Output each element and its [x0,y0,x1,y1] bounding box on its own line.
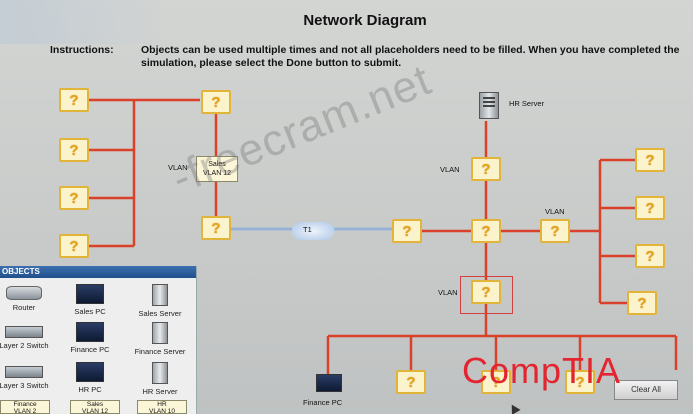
placeholder-center-right[interactable]: ? [540,219,570,243]
placeholder-center-core[interactable]: ? [471,219,501,243]
placeholder-sales-bottom[interactable]: ? [201,216,231,240]
vlan-label-hr: VLAN [440,165,460,174]
placeholder-left-2[interactable]: ? [59,138,89,162]
object-label: Layer 2 Switch [0,341,49,350]
sales-vlan-tag: Sales VLAN 12 [196,156,238,182]
hr-server-icon[interactable] [479,92,499,119]
vlan-label-right: VLAN [545,207,565,216]
hr-server-label: HR Server [509,99,545,108]
placeholder-left-4[interactable]: ? [59,234,89,258]
object-label: Finance PC [70,345,110,354]
server-icon [152,362,168,384]
pc-icon [76,322,104,342]
object-label: HR Server [142,387,178,396]
object-hr-server[interactable]: HR Server [128,362,192,396]
object-label: Layer 3 Switch [0,381,49,390]
vlan-tag-finance[interactable]: Finance VLAN 2 [0,400,50,414]
object-label: Router [12,303,36,312]
object-finance-pc[interactable]: Finance PC [58,322,122,354]
instructions-label: Instructions: [50,44,114,56]
placeholder-bottom-1[interactable]: ? [396,370,426,394]
object-finance-server[interactable]: Finance Server [128,322,192,356]
window-corner-shadow [0,0,160,44]
finance-pc-label: Finance PC [303,398,343,407]
placeholder-right-2[interactable]: ? [635,196,665,220]
instructions-text: Objects can be used multiple times and n… [141,44,680,69]
server-icon [152,284,168,306]
placeholder-bottom-2[interactable]: ? [481,370,511,394]
placeholder-finance[interactable]: ? [471,280,501,304]
object-label: HR PC [78,385,102,394]
objects-header: OBJECTS [0,266,196,278]
object-hr-pc[interactable]: HR PC [58,362,122,394]
placeholder-center-left[interactable]: ? [392,219,422,243]
placeholder-hr[interactable]: ? [471,157,501,181]
t1-label: T1 [303,225,312,234]
server-icon [152,322,168,344]
switch-icon [5,326,43,338]
vlan-label-finance: VLAN [438,288,458,297]
placeholder-right-1[interactable]: ? [635,148,665,172]
pc-icon [76,362,104,382]
clear-all-button[interactable]: Clear All [614,380,678,400]
object-label: Sales Server [138,309,182,318]
object-layer2-switch[interactable]: Layer 2 Switch [0,326,56,350]
router-icon [6,286,42,300]
object-layer3-switch[interactable]: Layer 3 Switch [0,366,56,390]
object-label: Sales PC [74,307,106,316]
switch-icon [5,366,43,378]
placeholder-right-3[interactable]: ? [635,244,665,268]
vlan-tag-hr[interactable]: HR VLAN 10 [137,400,187,414]
vlan-label-sales: VLAN [168,163,188,172]
selection-highlight [460,276,513,314]
placeholder-left-1[interactable]: ? [59,88,89,112]
object-sales-server[interactable]: Sales Server [128,284,192,318]
placeholder-right-4[interactable]: ? [627,291,657,315]
placeholder-bottom-3[interactable]: ? [565,370,595,394]
placeholder-left-3[interactable]: ? [59,186,89,210]
comptia-logo: CompTIA [462,350,622,391]
objects-panel: OBJECTS Router Sales PC Sales Server Lay… [0,266,197,414]
object-sales-pc[interactable]: Sales PC [58,284,122,316]
vlan-tag-sales[interactable]: Sales VLAN 12 [70,400,120,414]
placeholder-sales-top[interactable]: ? [201,90,231,114]
t1-cloud-icon [292,222,334,240]
page-title: Network Diagram [303,12,427,29]
object-label: Finance Server [134,347,186,356]
object-router[interactable]: Router [0,286,56,312]
finance-pc-icon[interactable] [316,374,342,392]
pc-icon [76,284,104,304]
